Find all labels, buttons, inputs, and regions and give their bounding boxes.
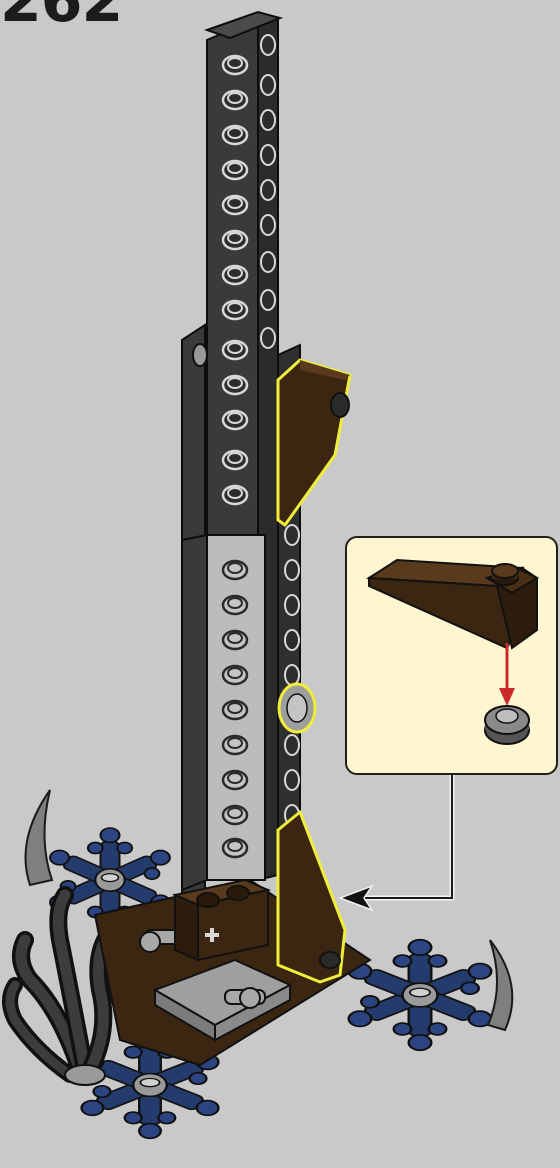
brown-slope-brick-icon — [369, 560, 537, 648]
highlighted-round-plate — [279, 684, 315, 732]
tentacle-icon — [10, 895, 105, 1085]
placement-arrow-icon — [499, 688, 515, 706]
horn-icon — [488, 940, 512, 1030]
brown-brick-with-cross — [175, 880, 268, 960]
gray-round-plate-icon — [485, 706, 529, 744]
tower-studs-light — [223, 561, 247, 857]
snowflake-plate-icon — [349, 940, 492, 1051]
upper-brown-slope — [278, 360, 350, 525]
lower-brown-slope — [278, 812, 345, 982]
horn-icon — [26, 790, 53, 885]
callout-leader-line — [365, 775, 452, 898]
parts-callout — [345, 536, 558, 775]
